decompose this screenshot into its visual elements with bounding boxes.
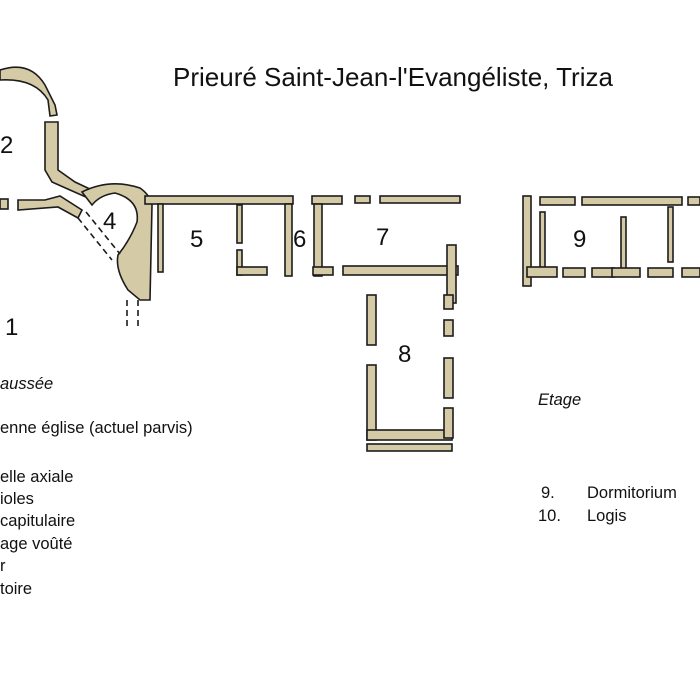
legend-item: Dormitorium bbox=[587, 484, 677, 502]
legend-item: Logis bbox=[587, 507, 627, 525]
legend-item: r bbox=[0, 557, 6, 575]
wall-5-top bbox=[144, 195, 294, 205]
room-label-8: 8 bbox=[398, 341, 412, 368]
upper-floor-heading: Etage bbox=[538, 391, 582, 409]
room-label-5: 5 bbox=[190, 226, 204, 253]
legend-item: age voûté bbox=[0, 535, 73, 553]
wall-left bbox=[17, 195, 84, 220]
wall-room-4 bbox=[80, 183, 153, 301]
room-label-9: 9 bbox=[573, 226, 587, 253]
legend-item: capitulaire bbox=[0, 512, 76, 530]
wall-chapel-2 bbox=[44, 121, 94, 200]
room-label-6: 6 bbox=[293, 226, 307, 253]
room-label-1: 1 bbox=[5, 314, 19, 341]
legend-item: toire bbox=[0, 580, 33, 598]
legend-number: 10. bbox=[538, 507, 561, 525]
wall-left-stub bbox=[0, 198, 9, 210]
plan-title: Prieuré Saint-Jean-l'Evangéliste, Triza bbox=[173, 62, 613, 92]
room-label-4: 4 bbox=[103, 208, 117, 235]
legend-item: enne église (actuel parvis) bbox=[0, 419, 193, 437]
legend-item: ioles bbox=[0, 490, 34, 508]
legend-item: elle axiale bbox=[0, 468, 74, 486]
room-label-7: 7 bbox=[376, 224, 390, 251]
room-label-2: 2 bbox=[0, 132, 14, 159]
wall-apse bbox=[0, 66, 58, 117]
legend-number: 9. bbox=[541, 484, 555, 502]
ground-floor-heading: aussée bbox=[0, 375, 54, 393]
